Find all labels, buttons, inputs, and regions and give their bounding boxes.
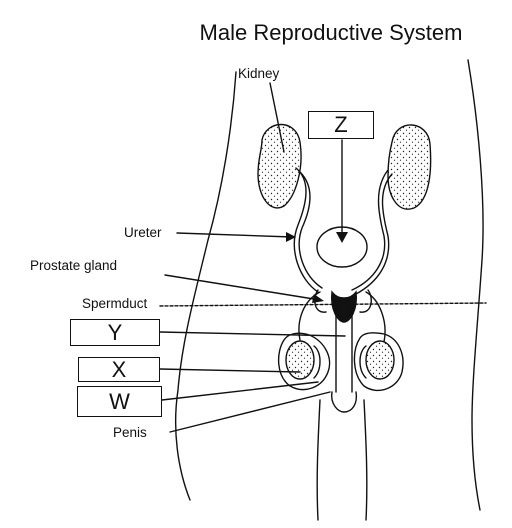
label-spermduct: Spermduct <box>82 296 147 311</box>
epididymis-right <box>360 346 366 378</box>
testis-right <box>366 341 394 379</box>
body-outline-right <box>468 60 483 510</box>
leg-inner-left <box>317 400 320 520</box>
ureter-right-b <box>352 170 388 290</box>
leader-ureter <box>177 233 292 237</box>
leader-y <box>160 332 345 336</box>
arrow-z <box>336 232 348 243</box>
spermduct-right <box>366 292 385 342</box>
leader-w <box>162 382 318 400</box>
seminal-vesicle-right <box>360 290 371 312</box>
answer-box-x[interactable]: X <box>78 357 160 382</box>
arrow-prostate <box>312 294 324 303</box>
kidney-left <box>258 125 301 208</box>
ureter-left <box>294 168 318 292</box>
label-ureter: Ureter <box>124 225 162 240</box>
leg-inner-right <box>364 400 367 520</box>
label-prostate-gland: Prostate gland <box>30 258 117 273</box>
diagram-title: Male Reproductive System <box>150 20 512 46</box>
leader-prostate <box>165 275 320 300</box>
testis-left <box>286 341 314 379</box>
penis-tip <box>332 392 357 412</box>
kidney-right <box>388 125 431 209</box>
leader-spermduct <box>160 303 486 306</box>
answer-box-y[interactable]: Y <box>70 319 160 346</box>
answer-box-w[interactable]: W <box>77 386 162 417</box>
label-kidney: Kidney <box>238 66 279 81</box>
answer-box-z[interactable]: Z <box>308 111 374 139</box>
epididymis-left <box>314 346 320 378</box>
label-penis: Penis <box>113 425 147 440</box>
ureter-left-b <box>299 172 322 288</box>
body-outline-left <box>176 72 236 500</box>
leader-penis <box>170 392 330 432</box>
